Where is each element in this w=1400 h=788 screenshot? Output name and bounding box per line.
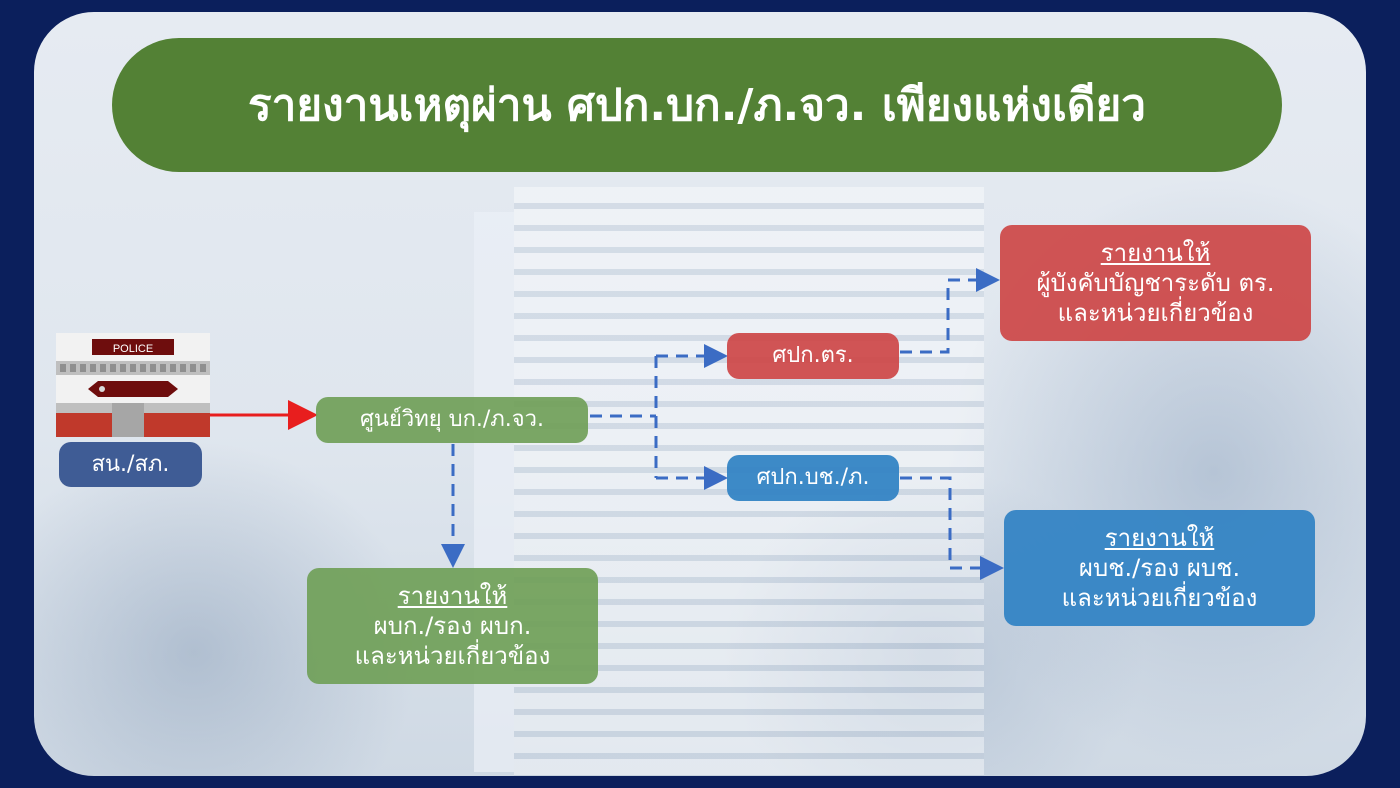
report-green-line1: ผบก./รอง ผบก.	[373, 612, 532, 640]
police-station-icon: POLICE	[56, 333, 210, 437]
report-blue-line1: ผบช./รอง ผบช.	[1078, 554, 1241, 582]
report-green-header: รายงานให้	[397, 582, 508, 610]
report-blue-header: รายงานให้	[1104, 524, 1215, 552]
report-blue-line2: และหน่วยเกี่ยวข้อง	[1061, 584, 1258, 612]
spk-police-node: ศปก.ตร.	[727, 333, 899, 379]
report-red-line2: และหน่วยเกี่ยวข้อง	[1057, 299, 1254, 327]
report-green-box: รายงานให้ ผบก./รอง ผบก. และหน่วยเกี่ยวข้…	[307, 568, 598, 684]
report-blue-box: รายงานให้ ผบช./รอง ผบช. และหน่วยเกี่ยวข้…	[1004, 510, 1315, 626]
station-label: สน./สภ.	[91, 451, 170, 477]
report-green-line2: และหน่วยเกี่ยวข้อง	[354, 642, 551, 670]
spk-police-label: ศปก.ตร.	[772, 343, 854, 369]
report-red-line1: ผู้บังคับบัญชาระดับ ตร.	[1036, 269, 1275, 297]
station-label-box: สน./สภ.	[59, 442, 202, 487]
svg-text:POLICE: POLICE	[113, 343, 153, 355]
radio-center-label: ศูนย์วิทยุ บก./ภ.จว.	[359, 407, 545, 433]
title-text: รายงานเหตุผ่าน ศปก.บก./ภ.จว. เพียงแห่งเด…	[248, 80, 1146, 131]
report-red-header: รายงานให้	[1100, 239, 1211, 267]
spk-bch-node: ศปก.บช./ภ.	[727, 455, 899, 501]
radio-center-node: ศูนย์วิทยุ บก./ภ.จว.	[316, 397, 588, 443]
spk-bch-label: ศปก.บช./ภ.	[756, 465, 870, 491]
page-title: รายงานเหตุผ่าน ศปก.บก./ภ.จว. เพียงแห่งเด…	[112, 38, 1282, 172]
report-red-box: รายงานให้ ผู้บังคับบัญชาระดับ ตร. และหน่…	[1000, 225, 1311, 341]
